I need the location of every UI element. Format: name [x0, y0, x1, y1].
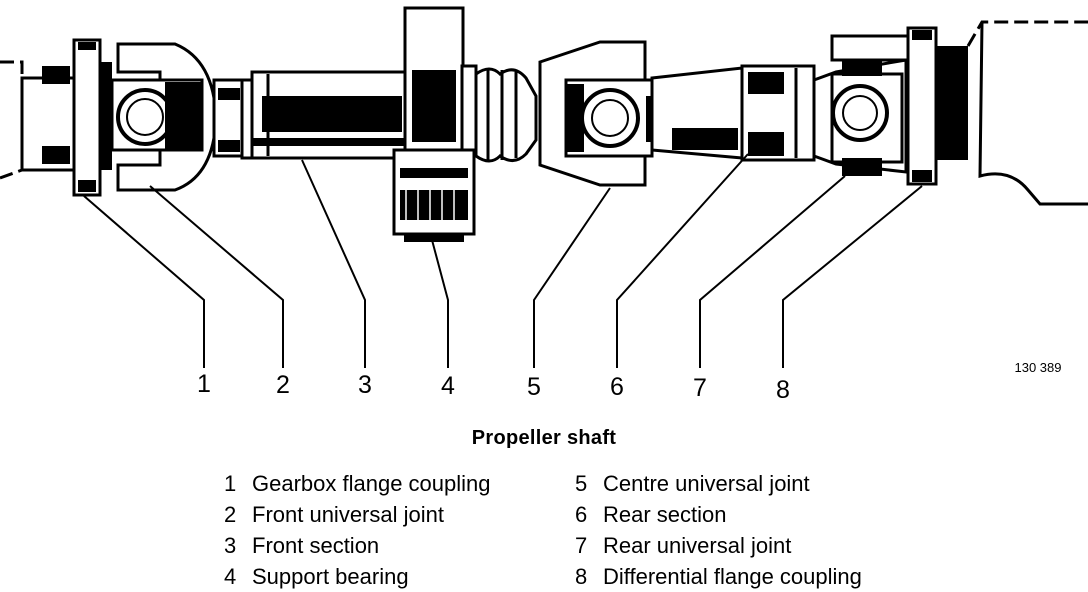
legend-label: Front universal joint — [252, 502, 444, 527]
legend-number: 3 — [224, 533, 237, 558]
legend-item: 5 Centre universal joint — [575, 468, 862, 499]
callout-numbers: 1 2 3 4 5 6 7 8 — [197, 370, 790, 404]
leader-line-8 — [782, 185, 923, 368]
leader-line-3 — [301, 159, 366, 368]
legend-number: 7 — [575, 533, 588, 558]
gearbox-flange-coupling — [72, 38, 112, 197]
legend-item: 3 Front section — [224, 530, 491, 561]
gearbox-housing — [0, 60, 76, 180]
leader-line-7 — [699, 175, 846, 368]
centre-universal-joint — [538, 40, 666, 187]
leader-line-4 — [431, 239, 449, 368]
leader-line-1 — [83, 195, 205, 368]
legend-number: 6 — [575, 502, 588, 527]
support-bearing — [392, 6, 538, 242]
callout-3: 3 — [358, 371, 372, 399]
callout-4: 4 — [441, 372, 455, 400]
legend-item: 4 Support bearing — [224, 561, 491, 592]
leader-line-5 — [533, 187, 611, 368]
legend-item: 7 Rear universal joint — [575, 530, 862, 561]
differential-housing — [966, 20, 1088, 206]
legend-number: 8 — [575, 564, 588, 589]
legend-item: 8 Differential flange coupling — [575, 561, 862, 592]
callout-8: 8 — [776, 376, 790, 404]
callout-7: 7 — [693, 374, 707, 402]
legend-number: 5 — [575, 471, 588, 496]
legend-label: Front section — [252, 533, 380, 558]
differential-flange-coupling — [830, 26, 968, 186]
leader-line-6 — [616, 153, 749, 368]
rear-universal-joint — [812, 58, 908, 176]
leader-line-2 — [149, 185, 284, 368]
legend-label: Centre universal joint — [603, 471, 810, 496]
legend-item: 1 Gearbox flange coupling — [224, 468, 491, 499]
callout-2: 2 — [276, 371, 290, 399]
callout-5: 5 — [527, 373, 541, 401]
legend-label: Support bearing — [252, 564, 409, 589]
legend-number: 1 — [224, 471, 237, 496]
leader-lines — [83, 153, 923, 368]
callout-6: 6 — [610, 373, 624, 401]
diagram-title: Propeller shaft — [471, 427, 617, 449]
legend-label: Rear section — [603, 502, 727, 527]
legend-label: Differential flange coupling — [603, 564, 862, 589]
legend-item: 6 Rear section — [575, 499, 862, 530]
rear-section-tube — [650, 64, 816, 162]
parts-legend-left: 1 Gearbox flange coupling 2 Front universa… — [224, 468, 491, 592]
legend-item: 2 Front universal joint — [224, 499, 491, 530]
figure-id: 130 389 — [1015, 360, 1062, 375]
legend-number: 2 — [224, 502, 237, 527]
legend-number: 4 — [224, 564, 237, 589]
legend-label: Rear universal joint — [603, 533, 792, 558]
callout-1: 1 — [197, 370, 211, 398]
front-section-tube — [240, 70, 414, 160]
legend-label: Gearbox flange coupling — [252, 471, 491, 496]
front-universal-joint — [110, 42, 244, 192]
